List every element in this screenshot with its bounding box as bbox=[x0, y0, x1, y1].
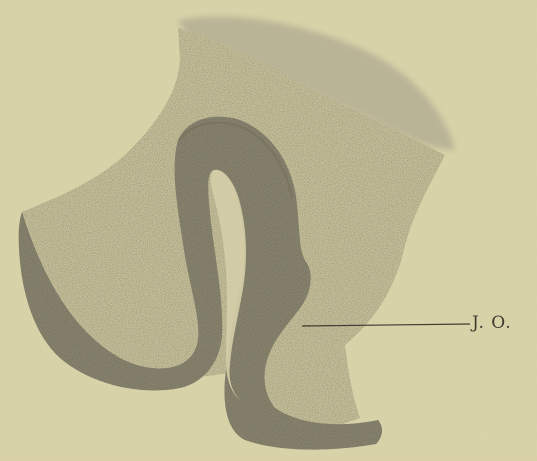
figure-label: J. O. bbox=[472, 313, 512, 333]
